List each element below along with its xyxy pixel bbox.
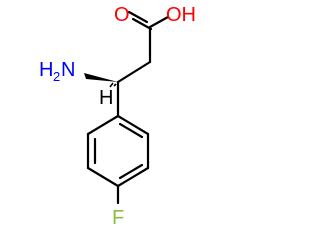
ring-double-1: [118, 122, 144, 139]
bonds: [86, 10, 170, 205]
carbonyl-bond-2: [131, 17, 153, 31]
amine-h-label: H: [39, 59, 53, 81]
amine-subscript-label: 2: [53, 69, 60, 84]
ring-bond-4: [86, 166, 120, 188]
hash-bond: [109, 82, 117, 88]
ch2-chiral-bond: [116, 60, 152, 84]
wedge-bond: [84, 73, 118, 82]
molecule-structure: O OH H 2 N H F: [39, 4, 196, 229]
amine-n-label: N: [61, 59, 75, 81]
stereo-h-label: H: [99, 87, 113, 109]
ring-bond-3: [116, 166, 150, 188]
hydroxyl-label: OH: [166, 4, 196, 26]
ring-bond-6: [86, 114, 120, 136]
acid-oh-bond: [148, 15, 170, 29]
carbonyl-bond-1: [127, 10, 149, 24]
ring-bond-1: [116, 114, 150, 136]
structure-canvas: O OH H 2 N H F: [39, 4, 196, 229]
fluorine-label: F: [112, 207, 124, 229]
ring-double-2: [118, 163, 144, 180]
carbonyl-oxygen-label: O: [114, 4, 130, 26]
